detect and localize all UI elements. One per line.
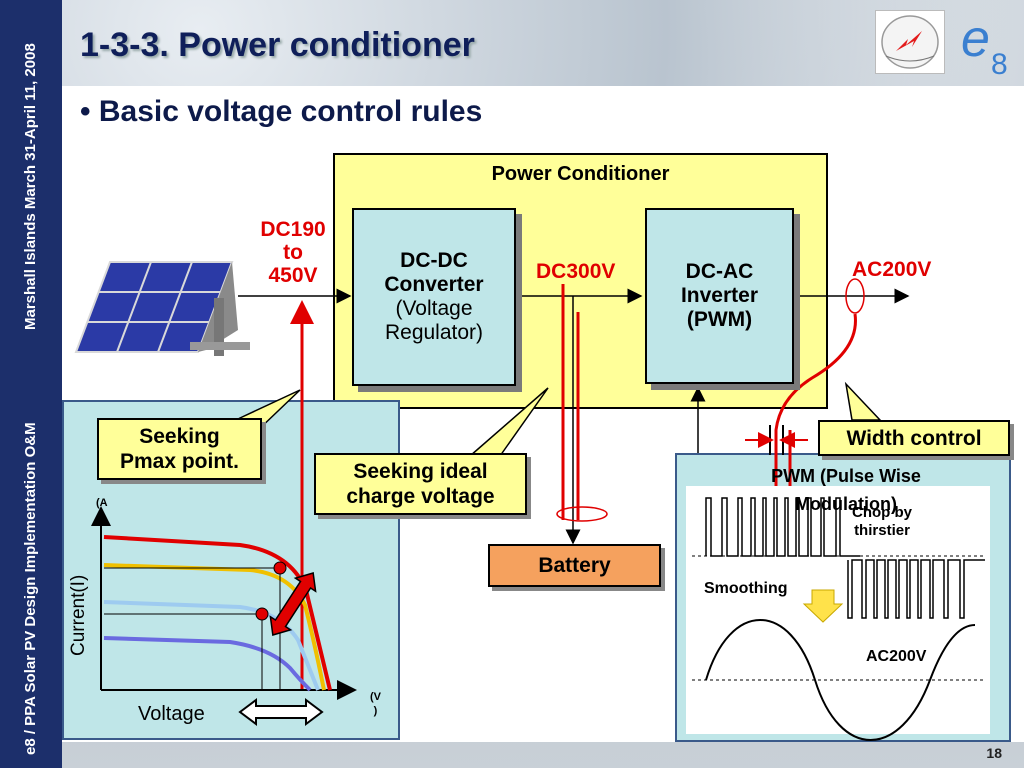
iv-y-axis-unit: (A: [96, 497, 108, 509]
battery-box: Battery: [488, 544, 661, 587]
e8-logo: e 8: [955, 8, 1017, 78]
dcac-line-1: DC-AC: [685, 260, 754, 283]
ac-output-voltage-label: AC200V: [852, 258, 932, 281]
dcdc-line-2: Converter: [384, 273, 484, 296]
iv-curve-chart: [91, 506, 357, 726]
dcac-inverter-block: DC-AC Inverter (PWM): [645, 208, 794, 384]
dcac-line-2: Inverter: [680, 284, 759, 307]
input-voltage-line-2: to: [283, 241, 303, 264]
input-voltage-line-3: 450V: [268, 264, 318, 287]
dcac-line-3: (PWM): [686, 308, 753, 331]
callout-pmax-line-2: Pmax point.: [119, 450, 240, 473]
sidebar: Marshall Islands March 31-April 11, 2008…: [0, 0, 62, 768]
svg-text:8: 8: [991, 48, 1008, 78]
iv-y-label: Current(I): [68, 574, 89, 656]
iv-x-unit-line-1: (V: [370, 691, 381, 703]
svg-text:e: e: [961, 10, 990, 68]
page-title: 1-3-3. Power conditioner: [80, 26, 475, 64]
pwm-title-line-1: PWM (Pulse Wise: [771, 466, 921, 486]
dcdc-line-3: (Voltage: [395, 297, 473, 320]
callout-pmax-line-1: Seeking: [139, 425, 220, 448]
solar-panel-icon: [74, 261, 250, 356]
iv-x-unit-line-2: ): [373, 705, 378, 717]
callout-pmax: Seeking Pmax point.: [97, 418, 262, 480]
pwm-waveform: [686, 486, 990, 741]
ppa-logo: [875, 10, 945, 74]
input-voltage-label: DC190 to 450V: [254, 218, 332, 287]
iv-x-axis-unit: (V ): [370, 690, 381, 718]
callout-width-control: Width control: [818, 420, 1010, 456]
smoothing-label: Smoothing: [704, 580, 788, 597]
chop-label-line-1: Chop by: [852, 504, 912, 521]
power-conditioner-label: Power Conditioner: [491, 163, 670, 185]
callout-charge-voltage: Seeking ideal charge voltage: [314, 453, 527, 515]
page-number: 18: [986, 745, 1002, 761]
ac-wave-label: AC200V: [866, 648, 927, 665]
dc-bus-voltage-label: DC300V: [536, 260, 616, 283]
pwm-title: PWM (Pulse Wise Modulation): [752, 462, 940, 518]
chop-label-line-2: thirstier: [854, 522, 910, 539]
dcdc-line-4: Regulator): [384, 321, 484, 344]
callout-charge-line-1: Seeking ideal: [353, 460, 488, 483]
dcdc-line-1: DC-DC: [400, 249, 468, 272]
callout-charge-line-2: charge voltage: [346, 485, 495, 508]
input-voltage-line-1: DC190: [260, 218, 326, 241]
chop-label: Chop by thirstier: [852, 504, 912, 540]
bullet-heading: • Basic voltage control rules: [80, 95, 483, 128]
iv-x-label: Voltage: [138, 703, 205, 725]
pwm-title-line-2: Modulation): [795, 494, 897, 514]
dcdc-converter-block: DC-DC Converter (Voltage Regulator): [352, 208, 516, 386]
